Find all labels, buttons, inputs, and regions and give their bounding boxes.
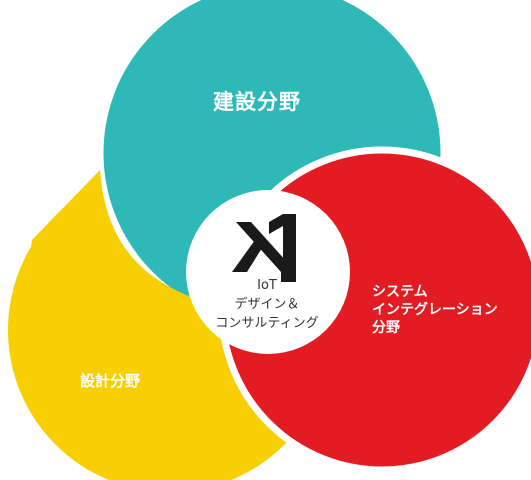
design-area-label: 設計分野 [80, 372, 141, 390]
system-label-line2: インテグレーション [372, 302, 498, 318]
center-label: IoT デザイン＆ コンサルティング [192, 276, 342, 333]
center-label-line2: デザイン＆ [234, 297, 300, 312]
system-label-line3: 分野 [372, 320, 400, 336]
center-label-line1: IoT [257, 278, 277, 293]
system-integration-area-label: システム インテグレーション 分野 [372, 283, 498, 337]
system-label-line1: システム [372, 284, 428, 300]
center-circle [186, 190, 350, 354]
x1-logo-icon [232, 214, 296, 282]
construction-area-label: 建設分野 [213, 90, 301, 114]
center-label-line3: コンサルティング [215, 316, 319, 331]
